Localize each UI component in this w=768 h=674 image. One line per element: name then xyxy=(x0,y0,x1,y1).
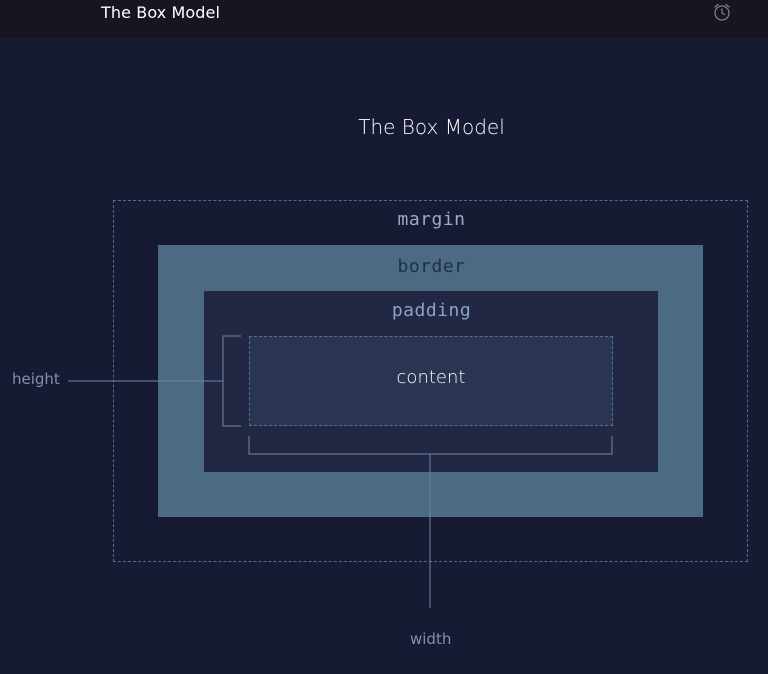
padding-label: padding xyxy=(391,300,472,321)
app-title: The Box Model xyxy=(101,3,221,22)
height-bracket xyxy=(222,335,241,427)
margin-label: margin xyxy=(397,209,466,230)
content-label: content xyxy=(396,367,466,388)
diagram-title: The Box Model xyxy=(358,115,505,139)
width-label: width xyxy=(410,630,452,648)
top-bar: The Box Model xyxy=(0,0,768,38)
content-box xyxy=(249,336,613,426)
width-bracket xyxy=(248,436,613,455)
alarm-clock-icon[interactable] xyxy=(712,2,732,22)
height-label: height xyxy=(12,370,60,388)
border-label: border xyxy=(397,256,466,277)
